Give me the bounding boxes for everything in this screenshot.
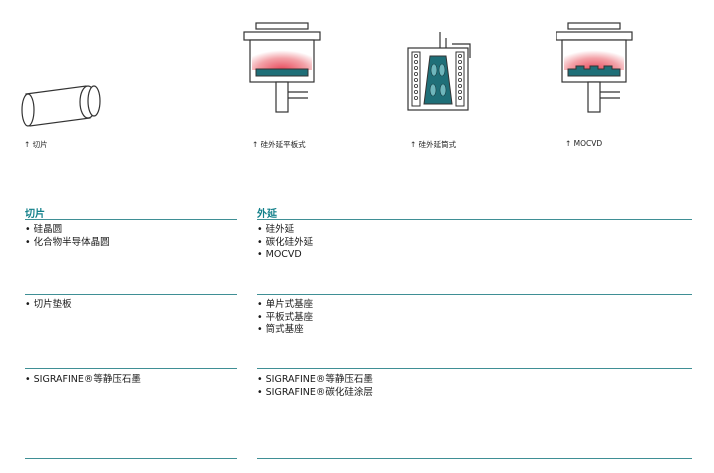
row2-left-rule [25,368,237,369]
right-column-heading: 外延 [257,209,277,220]
row1-right-rule [257,294,692,295]
list-item: • 平板式基座 [257,311,314,323]
wafer-ingot-illustration [18,80,102,130]
list-item: • 碳化硅外延 [257,236,314,248]
list-item: • SIGRAFINE®等静压石墨 [257,374,373,385]
row3-right-rule [257,458,692,459]
left-heading-rule [25,219,237,220]
mocvd-caption: ↑ MOCVD [565,139,603,148]
list-item: • 单片式基座 [257,299,314,310]
row2-right-rule [257,368,692,369]
row1-left-list: • 硅晶圆 • 化合物半导体晶圆 [25,224,110,249]
list-item: • 切片垫板 [25,299,72,310]
list-item: • SIGRAFINE®等静压石墨 [25,374,141,385]
list-item: • 筒式基座 [257,324,304,335]
row3-left-list: • SIGRAFINE®等静压石墨 [25,374,141,387]
row3-left-rule [25,458,237,459]
barrel-caption: ↑ 硅外延筒式 [410,140,457,149]
list-item: • SIGRAFINE®碳化硅涂层 [257,386,373,398]
row1-right-list: • 硅外延 • 碳化硅外延 • MOCVD [257,224,313,262]
planar-reactor-illustration [242,22,322,118]
barrel-reactor-illustration [404,30,484,112]
row2-right-list: • 单片式基座 • 平板式基座 • 筒式基座 [257,299,313,337]
left-column-heading: 切片 [25,209,45,220]
planar-caption: ↑ 硅外延平板式 [252,140,306,149]
row1-left-rule [25,294,237,295]
row3-right-list: • SIGRAFINE®等静压石墨 • SIGRAFINE®碳化硅涂层 [257,374,373,399]
mocvd-reactor-illustration [556,22,636,118]
wafer-caption: ↑ 切片 [24,140,48,149]
row2-left-list: • 切片垫板 [25,299,72,312]
right-heading-rule [257,219,692,220]
list-item: • 硅外延 [257,224,295,235]
list-item: • MOCVD [257,249,302,260]
list-item: • 硅晶圆 [25,224,63,235]
list-item: • 化合物半导体晶圆 [25,236,110,248]
